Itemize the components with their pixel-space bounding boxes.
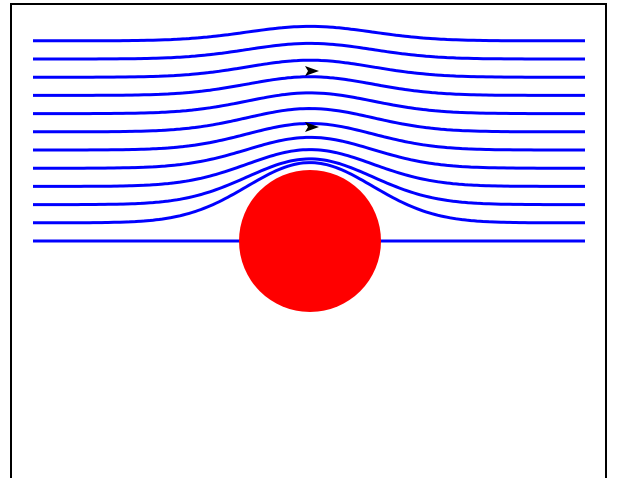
streamline-2 [33,157,585,207]
streamline-1 [33,161,585,225]
streamline-6 [33,106,585,134]
cylinder-obstacle [239,170,381,312]
streamline-4 [33,135,585,170]
streamline-11 [33,24,585,43]
flow-arrow-0 [305,66,319,76]
flow-arrows-group [305,66,319,132]
streamline-10 [33,41,585,61]
streamline-3 [33,148,585,188]
streamline-7 [33,91,585,116]
flow-arrow-1 [305,122,319,132]
streamline-8 [33,75,585,97]
streamline-9 [33,58,585,79]
